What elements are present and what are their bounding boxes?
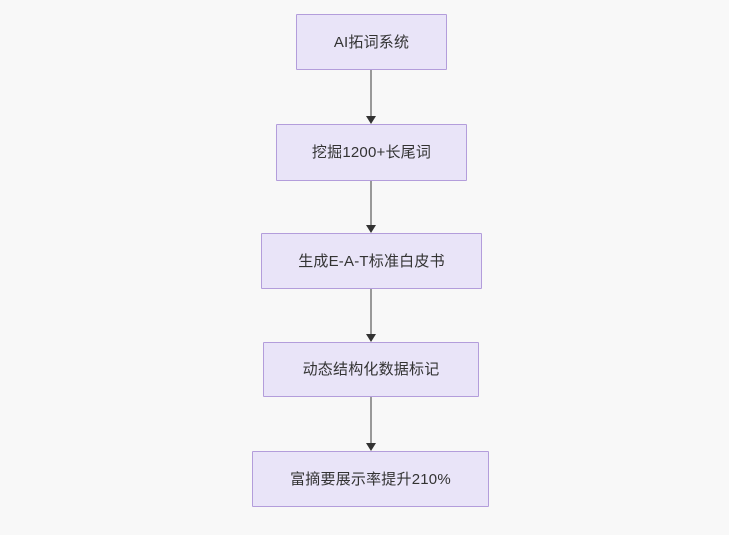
flow-edge-arrowhead — [366, 334, 376, 342]
flow-node-label: 挖掘1200+长尾词 — [311, 144, 432, 161]
flow-edge-arrowhead — [366, 225, 376, 233]
flow-edge-line — [370, 289, 372, 334]
flow-edge-arrowhead — [366, 116, 376, 124]
flow-node-ai-keyword-system[interactable]: AI拓词系统 — [296, 14, 447, 70]
flow-node-label: 富摘要展示率提升210% — [290, 470, 451, 488]
flow-node-generate-eat-whitepaper[interactable]: 生成E-A-T标准白皮书 — [261, 233, 482, 289]
flow-node-mine-longtail-keywords[interactable]: 挖掘1200+长尾词 — [276, 124, 467, 181]
flow-node-rich-snippet-impression-uplift[interactable]: 富摘要展示率提升210% — [252, 451, 489, 507]
flow-edge-line — [370, 70, 372, 116]
flow-edge-line — [370, 397, 372, 443]
flow-node-label: 生成E-A-T标准白皮书 — [298, 252, 445, 270]
flow-edge-line — [370, 181, 372, 225]
flow-edge-arrowhead — [366, 443, 376, 451]
flow-node-label: 动态结构化数据标记 — [302, 361, 440, 378]
flow-node-label: AI拓词系统 — [333, 33, 410, 51]
flow-node-dynamic-structured-data-markup[interactable]: 动态结构化数据标记 — [263, 342, 479, 397]
